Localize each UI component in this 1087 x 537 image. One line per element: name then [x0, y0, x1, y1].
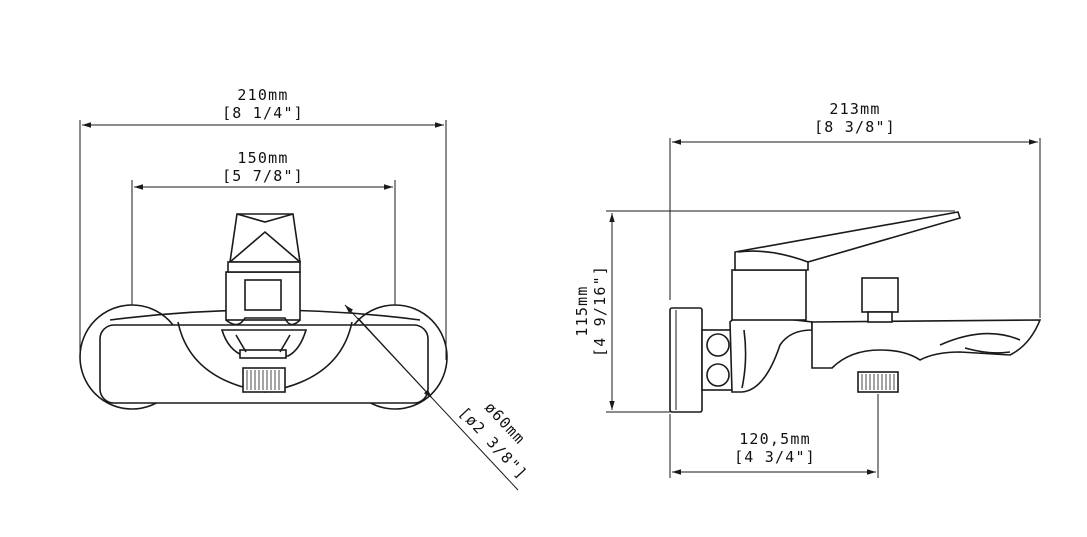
lever-handle-front — [227, 213, 301, 273]
mixer-body-side — [729, 269, 813, 393]
spout-side — [811, 319, 1042, 369]
overall-width-metric: 210mm — [237, 86, 288, 104]
dimension-overall-depth: 213mm [8 3/8"] — [669, 100, 1041, 318]
wall-flange-side — [669, 307, 703, 413]
overall-width-imperial: [8 1/4"] — [222, 104, 304, 122]
front-view: 210mm [8 1/4"] 150mm [5 7/8"] ø60mm [ø2 … — [79, 86, 531, 491]
dimension-outlet-distance: 120,5mm [4 3/4"] — [669, 394, 879, 478]
outlet-distance-imperial: [4 3/4"] — [734, 448, 816, 466]
overall-depth-metric: 213mm — [829, 100, 880, 118]
diverter-knob — [861, 277, 899, 323]
center-distance-metric: 150mm — [237, 149, 288, 167]
dimension-center-distance: 150mm [5 7/8"] — [131, 149, 396, 305]
height-metric: 115mm — [573, 285, 591, 336]
side-view: 213mm [8 3/8"] 115mm [4 9/16"] 120,5mm [… — [573, 100, 1042, 478]
overall-depth-imperial: [8 3/8"] — [814, 118, 896, 136]
dimension-height: 115mm [4 9/16"] — [573, 210, 955, 413]
outlet-cup — [220, 329, 308, 359]
threaded-outlet-front — [242, 367, 286, 393]
threaded-outlet-side — [857, 371, 899, 393]
outlet-distance-metric: 120,5mm — [739, 430, 811, 448]
dimension-overall-width: 210mm [8 1/4"] — [79, 86, 447, 360]
cartridge-housing — [225, 271, 301, 326]
height-imperial: [4 9/16"] — [591, 265, 609, 357]
center-distance-imperial: [5 7/8"] — [222, 167, 304, 185]
lever-handle-side — [734, 211, 962, 271]
